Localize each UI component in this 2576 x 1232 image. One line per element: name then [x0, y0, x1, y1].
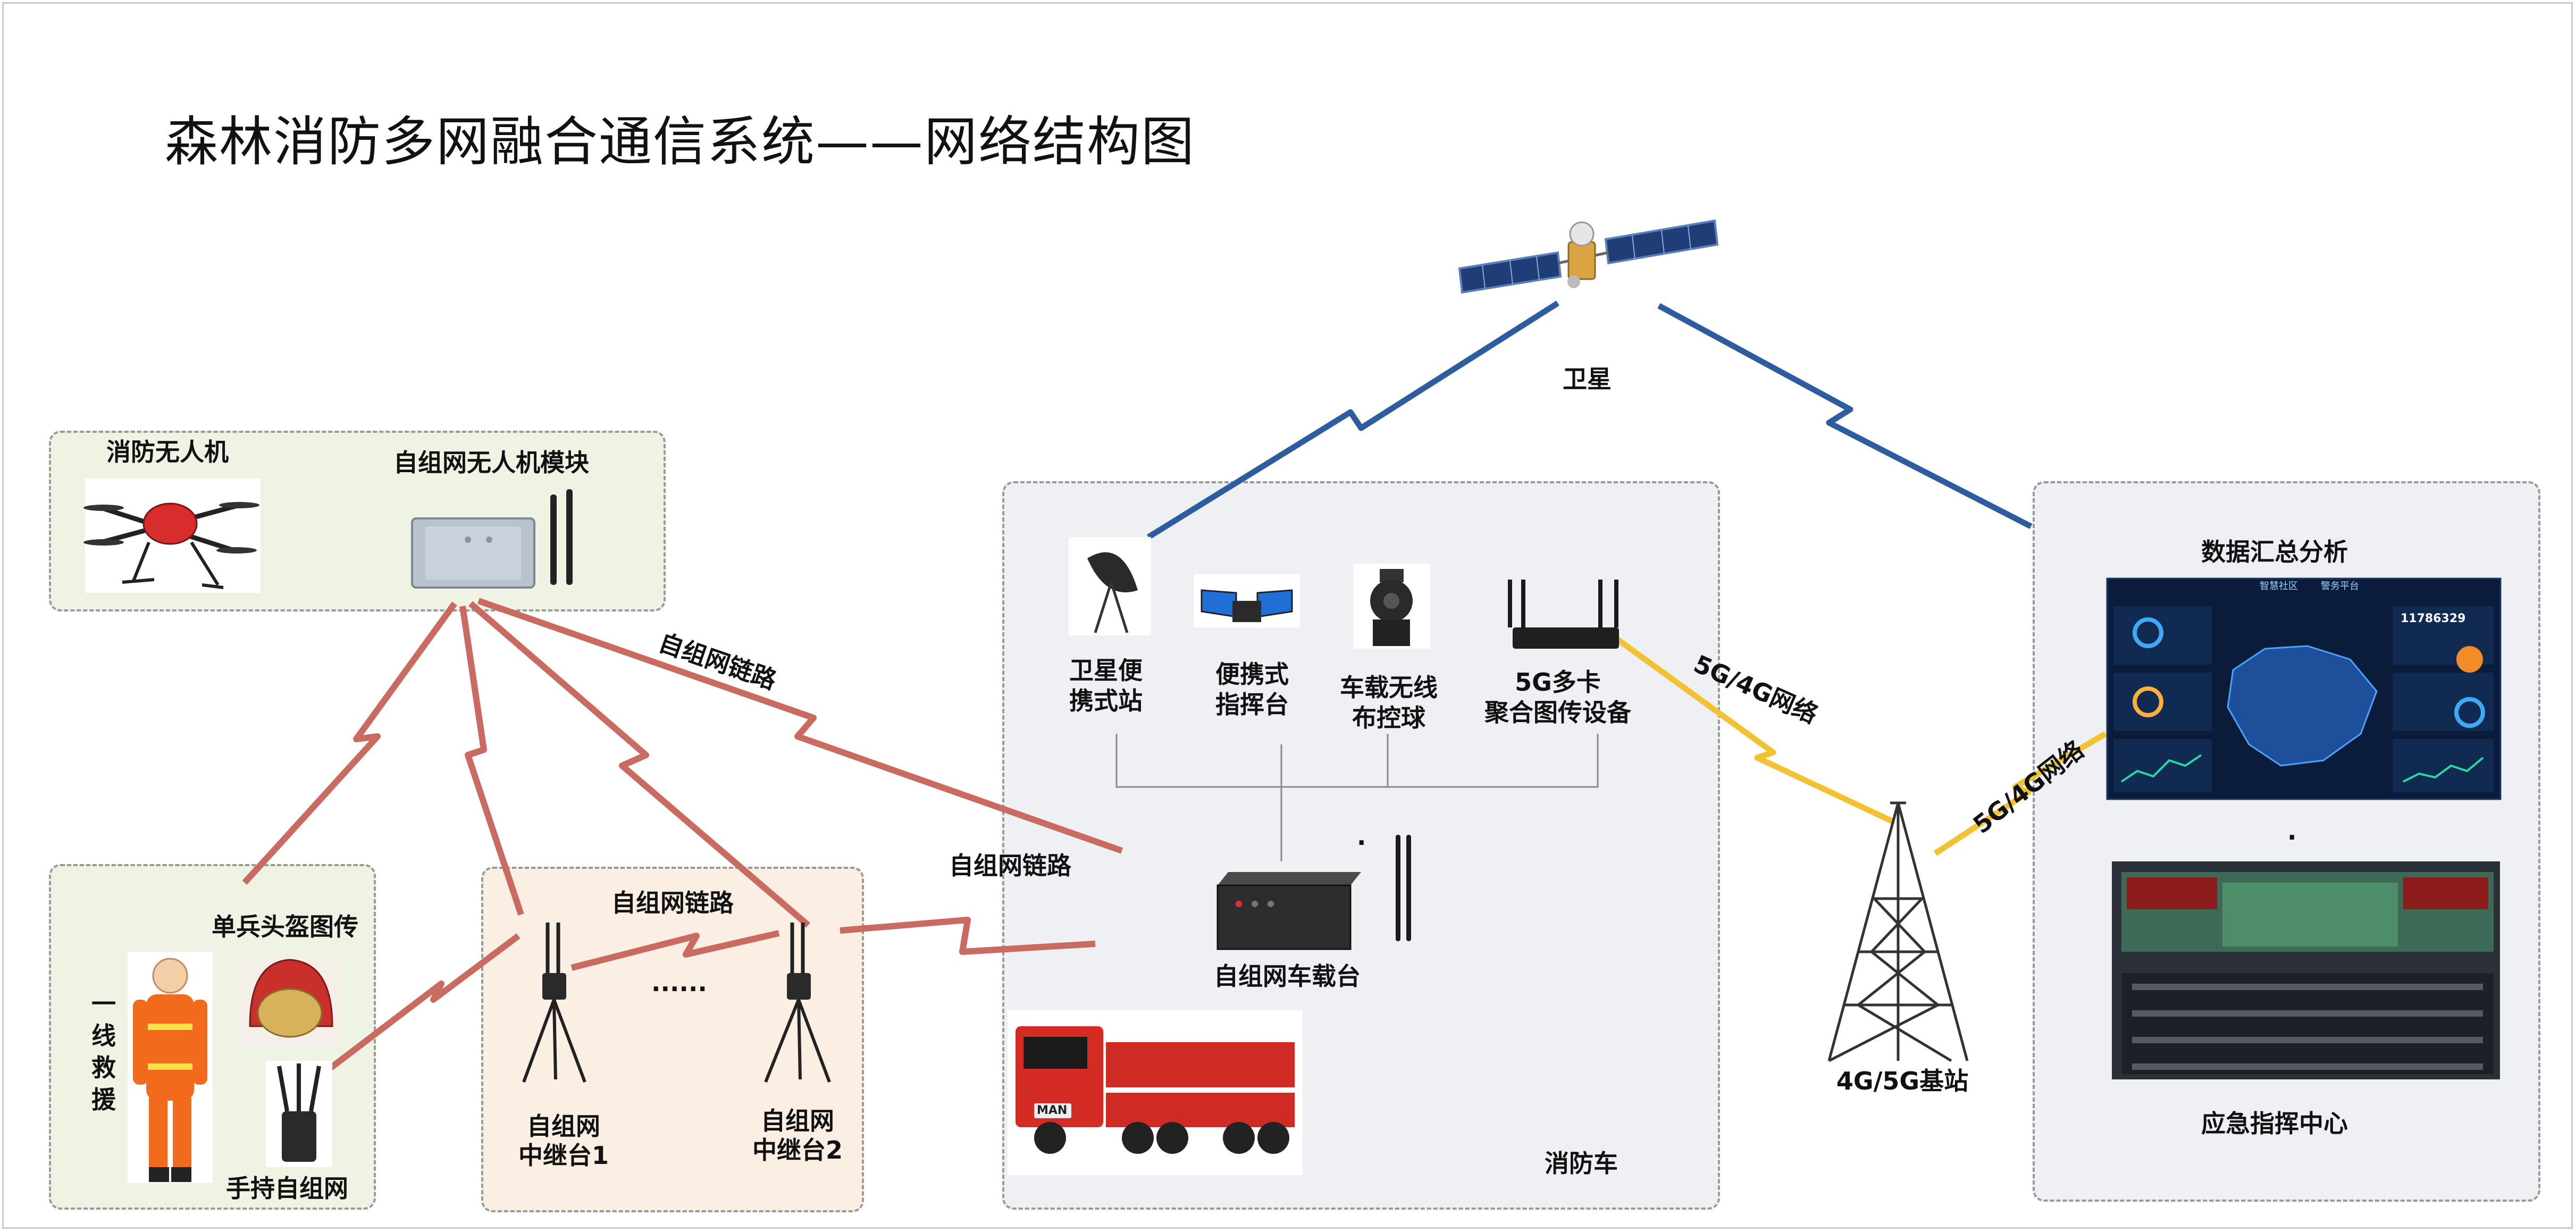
portable-cmd-label-1: 便携式	[1215, 660, 1289, 689]
fire-truck-label: 消防车	[1545, 1149, 1618, 1178]
drone-icon	[83, 479, 261, 593]
firefighter-icon	[128, 952, 213, 1183]
portable-command-icon	[1194, 574, 1300, 627]
cell-tower-icon	[1827, 801, 1969, 1062]
satellite-link-station	[1147, 300, 1559, 540]
adhoc-links	[242, 598, 1123, 1079]
relay-station-1-icon	[522, 923, 586, 1083]
dashboard-tab-right: 警务平台	[2321, 581, 2359, 592]
network-link-router-tower	[1606, 630, 1894, 824]
portable-cmd-label-2: 指挥台	[1215, 690, 1289, 719]
frontline-label-4: 援	[91, 1085, 116, 1114]
adhoc-link-handheld-relay1	[317, 933, 521, 1079]
satellite-dish-icon	[1069, 537, 1151, 635]
router-label-1: 5G多卡	[1515, 668, 1601, 697]
frontline-label-3: 救	[91, 1053, 116, 1082]
drone-label: 消防无人机	[106, 438, 229, 466]
satellite-icon	[1458, 219, 1719, 294]
satellite-link-command	[1657, 303, 2033, 529]
relay1-label-1: 自组网	[527, 1112, 600, 1141]
vehicle-station-label: 自组网车载台	[1214, 962, 1361, 991]
adhoc-link-label-vehicle: 自组网链路	[949, 851, 1071, 880]
truck-brand-label: MAN	[1037, 1104, 1068, 1117]
adhoc-link-drone-frontline	[242, 601, 457, 885]
dashboard-screen	[2106, 577, 2502, 800]
command-center-label: 应急指挥中心	[2201, 1109, 2348, 1138]
relay-station-2-icon	[764, 923, 831, 1083]
drone-module-label: 自组网无人机模块	[393, 448, 589, 477]
sat-station-label-2: 携式站	[1069, 686, 1143, 715]
vehicle-bus-lines	[1115, 734, 1599, 861]
base-station-label: 4G/5G基站	[1836, 1067, 1969, 1095]
adhoc-link-relay2-vehicle	[840, 917, 1096, 955]
helmet-label: 单兵头盔图传	[212, 912, 358, 941]
satellite-label: 卫星	[1563, 365, 1612, 393]
dashboard-counter: 11786329	[2401, 612, 2466, 625]
relay1-label-2: 中继台1	[518, 1141, 609, 1170]
adhoc-link-label-relay: 自组网链路	[611, 889, 734, 917]
fire-truck-icon	[1008, 1010, 1303, 1175]
adhoc-link-drone-relay2	[468, 601, 810, 928]
adhoc-link-relay1-relay2	[570, 930, 780, 971]
vehicle-dot-marker: .	[1357, 822, 1366, 851]
ptz-camera-icon	[1353, 564, 1430, 649]
relay2-label-1: 自组网	[761, 1107, 834, 1135]
handheld-radio-icon	[266, 1061, 332, 1167]
ptz-camera-label-1: 车载无线	[1340, 673, 1438, 702]
network-link-tower-command	[1933, 731, 2107, 856]
helmet-icon	[239, 957, 340, 1047]
satellite-links	[1147, 300, 2033, 540]
adhoc-link-drone-relay1	[459, 606, 524, 916]
frontline-label-1: 一	[91, 990, 116, 1018]
data-analysis-label: 数据汇总分析	[2201, 538, 2348, 566]
router-label-2: 聚合图传设备	[1484, 698, 1631, 727]
ptz-camera-label-2: 布控球	[1352, 703, 1425, 732]
relay2-label-2: 中继台2	[752, 1136, 843, 1164]
vehicle-station-icon	[1216, 835, 1411, 950]
sat-station-label-1: 卫星便	[1069, 656, 1143, 685]
adhoc-link-drone-vehicle	[477, 598, 1123, 854]
dashboard-tab-left: 智慧社区	[2260, 581, 2298, 592]
adhoc-module-icon	[411, 489, 573, 589]
command-center-photo	[2112, 861, 2500, 1079]
diagram-title: 森林消防多网融合通信系统——网络结构图	[165, 111, 1195, 173]
network-links	[1606, 630, 2107, 856]
relay-ellipsis: ......	[651, 968, 707, 997]
command-dot-marker: .	[2287, 817, 2297, 845]
frontline-label-2: 线	[91, 1021, 116, 1050]
aggregation-router-icon	[1508, 580, 1619, 649]
handheld-label: 手持自组网	[226, 1174, 348, 1203]
